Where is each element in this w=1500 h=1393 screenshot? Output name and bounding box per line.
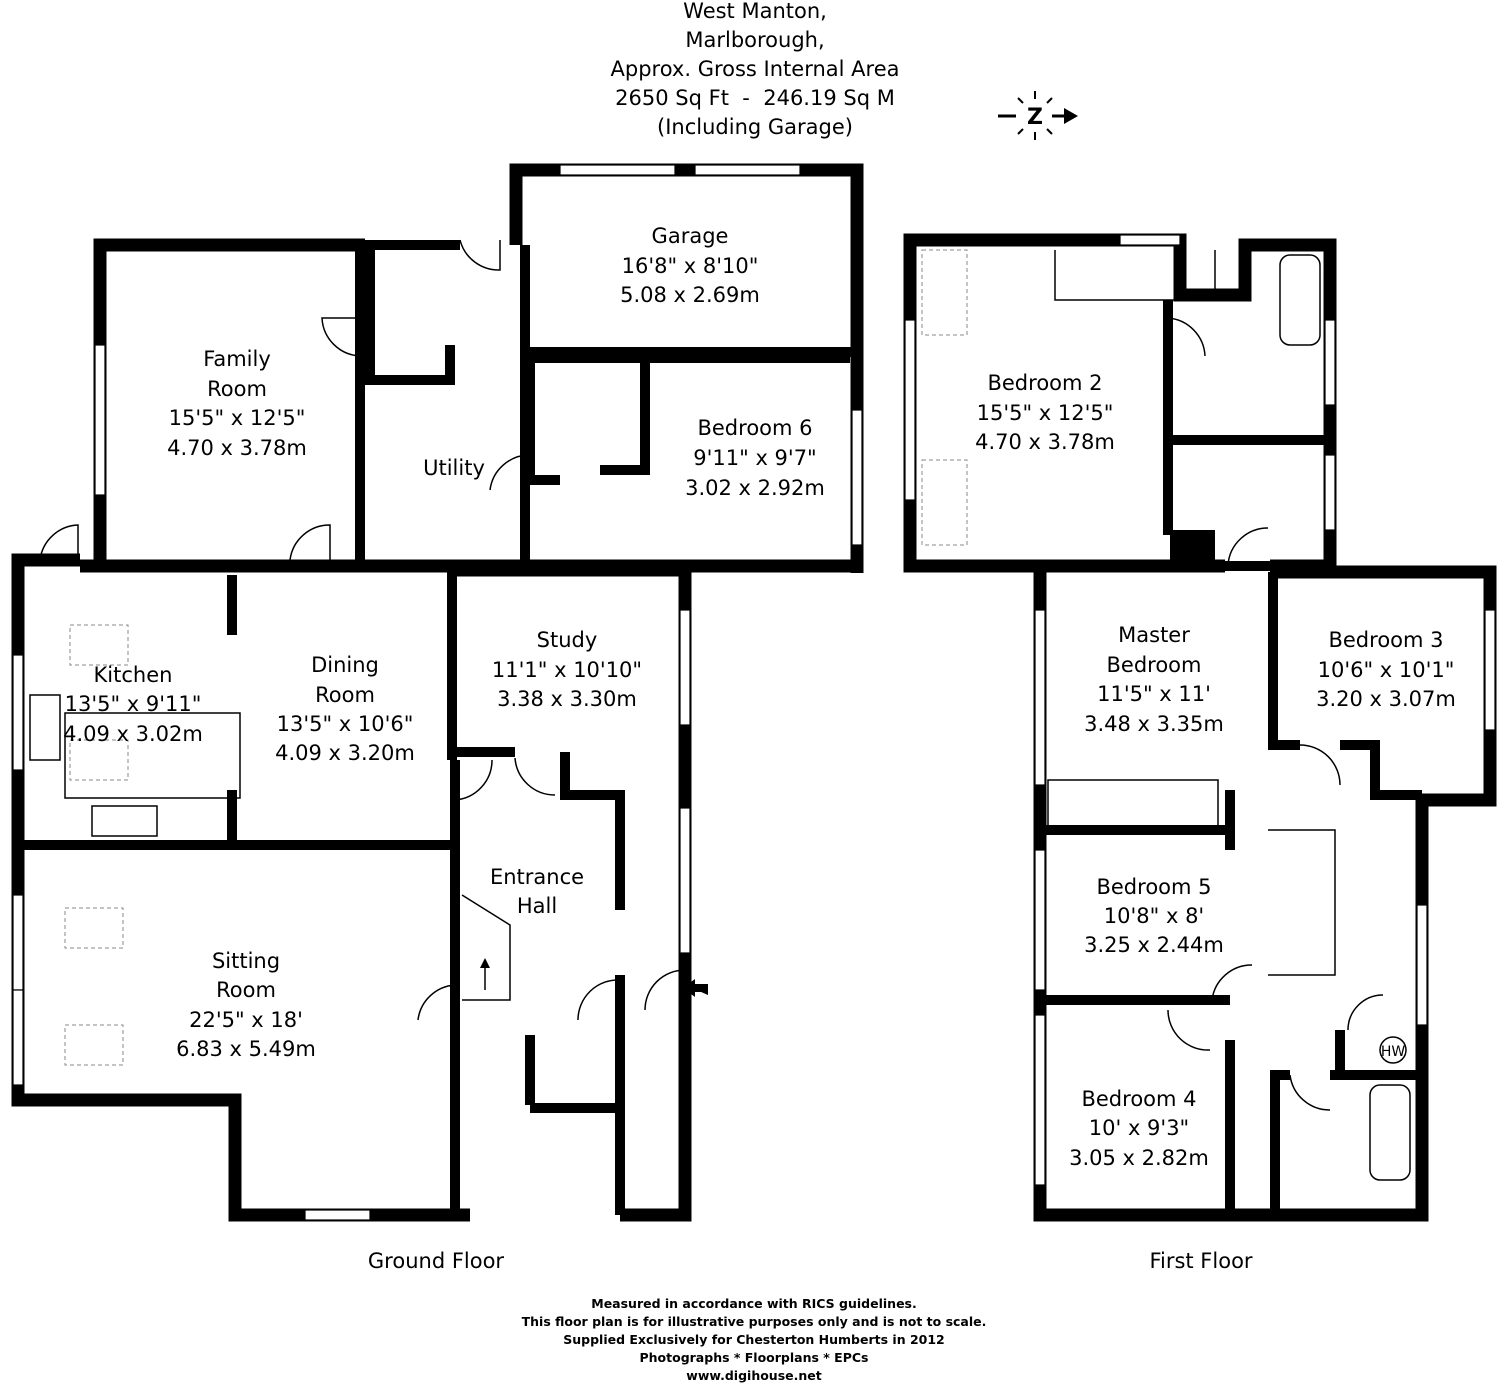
room-size-imperial: 13'5" x 10'6" xyxy=(277,712,414,736)
room-size-imperial: 15'5" x 12'5" xyxy=(169,406,306,430)
footer-line: Photographs * Floorplans * EPCs xyxy=(639,1350,868,1365)
room-size-metric: 6.83 x 5.49m xyxy=(176,1037,316,1061)
room-size-metric: 3.20 x 3.07m xyxy=(1316,687,1456,711)
room-size-metric: 4.70 x 3.78m xyxy=(167,436,307,460)
header-line: Approx. Gross Internal Area xyxy=(611,57,900,81)
room-study: Study 11'1" x 10'10" 3.38 x 3.30m xyxy=(492,628,642,711)
room-size-imperial: 10'8" x 8' xyxy=(1104,904,1204,928)
room-name: Room xyxy=(315,683,375,707)
room-dining-room: Dining Room 13'5" x 10'6" 4.09 x 3.20m xyxy=(275,653,415,765)
plan-footer: Measured in accordance with RICS guideli… xyxy=(522,1296,987,1383)
first-floor-plan: HW xyxy=(903,233,1497,1222)
plan-header: West Manton, Marlborough, Approx. Gross … xyxy=(611,0,900,139)
room-kitchen: Kitchen 13'5" x 9'11" 4.09 x 3.02m xyxy=(63,663,203,746)
room-size-metric: 3.38 x 3.30m xyxy=(497,687,637,711)
room-size-metric: 3.02 x 2.92m xyxy=(685,476,825,500)
room-name: Utility xyxy=(423,456,485,480)
room-utility: Utility xyxy=(423,456,485,480)
hot-water-cylinder-label: HW xyxy=(1381,1044,1406,1060)
room-size-imperial: 9'11" x 9'7" xyxy=(693,446,816,470)
room-size-metric: 3.05 x 2.82m xyxy=(1069,1146,1209,1170)
room-size-imperial: 11'5" x 11' xyxy=(1097,682,1211,706)
room-size-metric: 3.25 x 2.44m xyxy=(1084,933,1224,957)
room-sitting-room: Sitting Room 22'5" x 18' 6.83 x 5.49m xyxy=(176,949,316,1061)
room-bedroom-2: Bedroom 2 15'5" x 12'5" 4.70 x 3.78m xyxy=(975,371,1115,454)
room-size-imperial: 11'1" x 10'10" xyxy=(492,658,642,682)
room-name: Bedroom 5 xyxy=(1096,875,1211,899)
area-line: 2650 Sq Ft - 246.19 Sq M xyxy=(615,86,895,110)
room-name: Garage xyxy=(652,224,729,248)
room-family-room: Family Room 15'5" x 12'5" 4.70 x 3.78m xyxy=(167,347,307,460)
room-name: Family xyxy=(203,347,271,371)
compass-letter: Z xyxy=(1027,105,1043,130)
room-name: Study xyxy=(537,628,598,652)
first-floor-label: First Floor xyxy=(1149,1249,1252,1273)
room-bedroom-6: Bedroom 6 9'11" x 9'7" 3.02 x 2.92m xyxy=(685,416,825,500)
room-name: Entrance xyxy=(490,865,584,889)
room-size-metric: 4.09 x 3.20m xyxy=(275,741,415,765)
room-size-imperial: 16'8" x 8'10" xyxy=(622,254,759,278)
room-size-imperial: 22'5" x 18' xyxy=(189,1008,303,1032)
room-name: Room xyxy=(216,978,276,1002)
room-name: Bedroom 2 xyxy=(987,371,1102,395)
room-name: Bedroom 4 xyxy=(1081,1087,1196,1111)
room-master-bedroom: Master Bedroom 11'5" x 11' 3.48 x 3.35m xyxy=(1084,623,1224,736)
room-name: Room xyxy=(207,377,267,401)
footer-line: Supplied Exclusively for Chesterton Humb… xyxy=(563,1332,945,1347)
header-line: Marlborough, xyxy=(685,28,824,52)
room-size-metric: 4.09 x 3.02m xyxy=(63,722,203,746)
footer-line: Measured in accordance with RICS guideli… xyxy=(591,1296,916,1311)
header-line: (Including Garage) xyxy=(657,115,853,139)
room-size-metric: 3.48 x 3.35m xyxy=(1084,712,1224,736)
room-name: Master xyxy=(1118,623,1190,647)
room-name: Bedroom xyxy=(1107,653,1202,677)
room-entrance-hall: Entrance Hall xyxy=(490,865,584,918)
room-name: Dining xyxy=(311,653,379,677)
room-size-imperial: 15'5" x 12'5" xyxy=(977,401,1114,425)
footer-website: www.digihouse.net xyxy=(686,1368,821,1383)
ground-floor-label: Ground Floor xyxy=(368,1249,505,1273)
north-arrow-icon: Z xyxy=(998,91,1078,140)
footer-line: This floor plan is for illustrative purp… xyxy=(522,1314,987,1329)
room-size-imperial: 13'5" x 9'11" xyxy=(65,692,202,716)
room-size-metric: 4.70 x 3.78m xyxy=(975,430,1115,454)
room-bedroom-4: Bedroom 4 10' x 9'3" 3.05 x 2.82m xyxy=(1069,1087,1209,1170)
room-name: Bedroom 3 xyxy=(1328,628,1443,652)
room-name: Bedroom 6 xyxy=(697,416,812,440)
room-size-imperial: 10' x 9'3" xyxy=(1089,1116,1189,1140)
ground-floor-plan xyxy=(11,163,864,1222)
room-size-metric: 5.08 x 2.69m xyxy=(620,283,760,307)
header-line: West Manton, xyxy=(683,0,827,23)
room-bedroom-5: Bedroom 5 10'8" x 8' 3.25 x 2.44m xyxy=(1084,875,1224,957)
room-size-imperial: 10'6" x 10'1" xyxy=(1318,658,1455,682)
room-name: Kitchen xyxy=(94,663,173,687)
room-name: Hall xyxy=(517,894,557,918)
room-name: Sitting xyxy=(212,949,280,973)
room-garage: Garage 16'8" x 8'10" 5.08 x 2.69m xyxy=(620,224,760,307)
room-bedroom-3: Bedroom 3 10'6" x 10'1" 3.20 x 3.07m xyxy=(1316,628,1456,711)
